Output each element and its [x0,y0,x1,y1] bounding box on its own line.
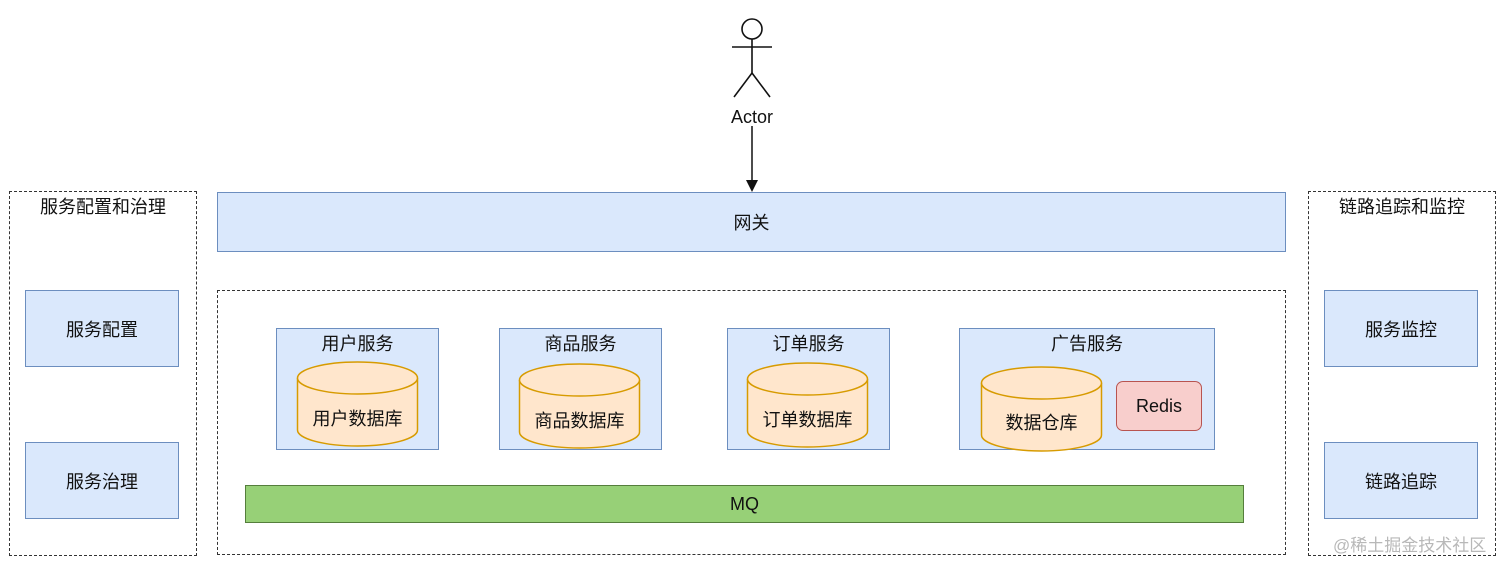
arrow-actor-to-gateway [746,126,758,192]
tracing-monitoring-group: 链路追踪和监控 [1308,191,1496,556]
ad-service-title: 广告服务 [1051,334,1123,354]
tracing-monitoring-title: 链路追踪和监控 [1339,197,1465,217]
service-config-box: 服务配置 [25,290,179,367]
data-warehouse-label: 数据仓库 [1005,413,1078,433]
redis-box: Redis [1116,381,1202,431]
order-database-icon: 订单数据库 [746,362,869,448]
user-service-title: 用户服务 [321,334,394,354]
order-database-label: 订单数据库 [762,410,853,430]
watermark: @稀土掘金技术社区 [1333,536,1487,555]
user-database-label: 用户数据库 [312,409,403,429]
product-database-icon: 商品数据库 [518,363,641,449]
service-governance-title: 服务配置和治理 [40,197,166,217]
data-warehouse-icon: 数据仓库 [980,366,1103,452]
mq-box: MQ [245,485,1244,523]
service-monitoring-box: 服务监控 [1324,290,1478,367]
service-governance-box: 服务治理 [25,442,179,519]
gateway-box: 网关 [217,192,1286,252]
order-service-title: 订单服务 [772,334,845,354]
product-service-title: 商品服务 [544,334,617,354]
actor-icon [732,18,772,98]
user-database-icon: 用户数据库 [296,361,419,447]
product-database-label: 商品数据库 [534,411,625,431]
actor-label: Actor [730,107,773,127]
service-governance-group: 服务配置和治理 [9,191,197,556]
tracing-box: 链路追踪 [1324,442,1478,519]
services-container [217,290,1286,555]
